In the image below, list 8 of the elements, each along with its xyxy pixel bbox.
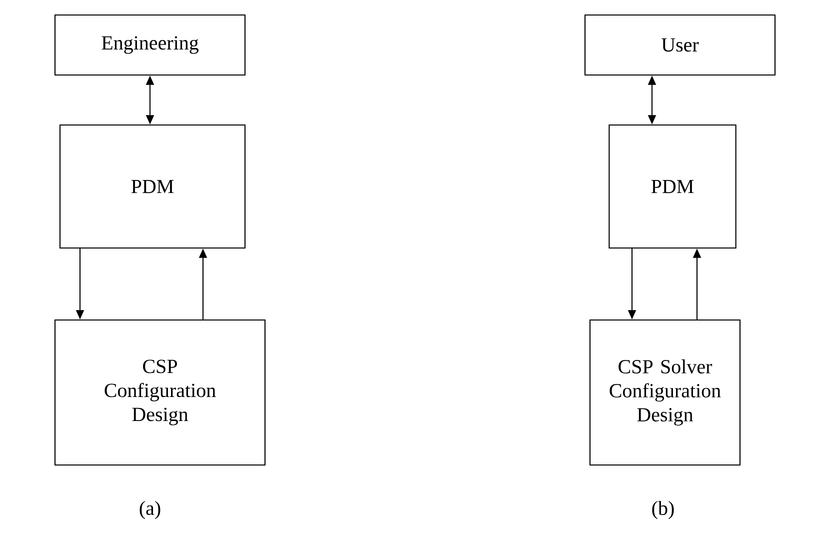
box: CSP Configuration Design	[54, 319, 266, 466]
box: CSP Solver Configuration Design	[589, 319, 741, 466]
box: PDM	[608, 124, 736, 249]
panel-label: (a)	[140, 500, 160, 520]
box: Engineering	[54, 14, 246, 76]
panel-label: (b)	[652, 500, 674, 520]
box: User	[584, 14, 776, 76]
box: PDM	[59, 124, 246, 249]
